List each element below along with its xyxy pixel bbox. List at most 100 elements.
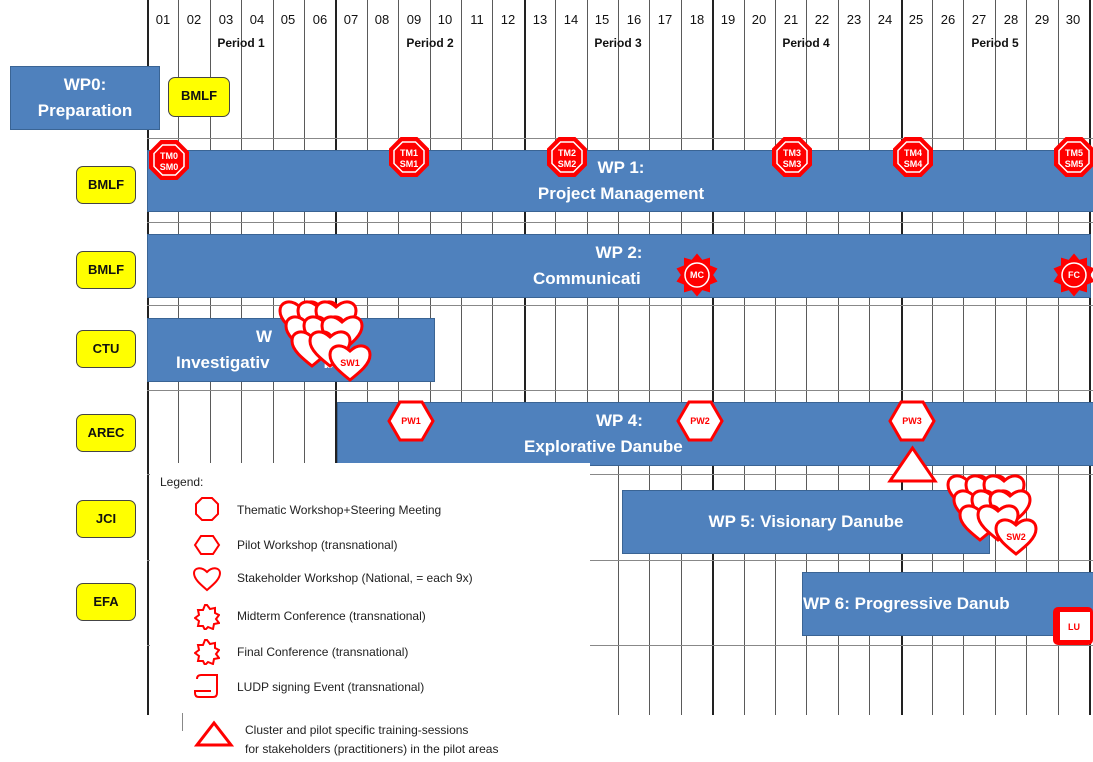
legend-item-pw: Pilot Workshop (transnational) <box>237 538 398 552</box>
legend-training-line1: Cluster and pilot specific training-sess… <box>245 723 469 737</box>
wp2-line1: WP 2: <box>595 243 643 262</box>
month-number: 08 <box>374 12 390 27</box>
sw1-label: SW1 <box>340 358 360 368</box>
training-legend-icon <box>194 720 234 747</box>
month-number: 22 <box>814 12 830 27</box>
month-number: 15 <box>594 12 610 27</box>
period-label: Period 3 <box>594 36 642 50</box>
legend-item-lu: LUDP signing Event (transnational) <box>237 680 425 694</box>
month-number: 10 <box>437 12 453 27</box>
month-number: 13 <box>532 12 548 27</box>
month-number: 11 <box>470 12 484 27</box>
month-grid-line <box>587 0 588 715</box>
month-grid-line <box>1026 0 1027 715</box>
tm-legend-icon <box>195 497 219 521</box>
month-number: 26 <box>940 12 956 27</box>
month-number: 07 <box>343 12 359 27</box>
partner-wp6: EFA <box>76 583 136 621</box>
row-separator <box>147 474 1093 475</box>
wp2-line2: Communicati <box>533 269 641 288</box>
month-grid-line <box>995 0 996 715</box>
wp0-bar: WP0: Preparation <box>10 66 160 130</box>
partner-wp2: BMLF <box>76 251 136 289</box>
legend-item-tm: Thematic Workshop+Steering Meeting <box>237 503 442 517</box>
month-number: 25 <box>908 12 924 27</box>
month-grid-line <box>963 0 964 715</box>
legend: Legend: Thematic Workshop+Steering Meeti… <box>150 463 590 762</box>
period-label: Period 2 <box>406 36 454 50</box>
month-grid-line <box>618 0 619 715</box>
month-number: 14 <box>563 12 579 27</box>
month-grid-line <box>932 0 933 715</box>
sw-legend-icon <box>192 567 222 592</box>
period-boundary-line <box>901 0 903 715</box>
fc-legend-icon <box>194 639 220 665</box>
month-grid-line <box>744 0 745 715</box>
wp3-line1: W <box>256 327 273 346</box>
lu-marker <box>1053 607 1093 645</box>
month-number: 30 <box>1065 12 1081 27</box>
month-number: 20 <box>751 12 767 27</box>
legend-item-fc: Final Conference (transnational) <box>237 645 409 659</box>
month-grid-line <box>775 0 776 715</box>
mc-legend-icon <box>194 604 220 630</box>
wp6-line1: WP 6: Progressive Danub <box>803 594 1010 613</box>
month-number: 19 <box>720 12 736 27</box>
month-number: 17 <box>657 12 673 27</box>
wp0-line2: Preparation <box>37 101 133 120</box>
wp1-line2: Project Management <box>537 184 705 203</box>
wp0-partner: BMLF <box>168 77 230 117</box>
month-grid-line <box>681 0 682 715</box>
month-number: 24 <box>877 12 893 27</box>
month-number: 27 <box>971 12 987 27</box>
row-separator <box>147 305 1093 306</box>
wp5-line1: WP 5: Visionary Danube <box>708 512 904 531</box>
month-number: 28 <box>1003 12 1019 27</box>
wp1-bar: WP 1: Project Management <box>147 150 1093 212</box>
month-number: 23 <box>846 12 862 27</box>
period-label: Period 1 <box>217 36 265 50</box>
mc-label: MC <box>690 270 704 280</box>
month-grid-line <box>869 0 870 715</box>
row-separator <box>147 560 1093 561</box>
period-boundary-line <box>712 0 714 715</box>
month-number: 06 <box>312 12 328 27</box>
month-number: 05 <box>280 12 296 27</box>
period-boundary-line <box>524 0 526 715</box>
wp5-bar: WP 5: Visionary Danube <box>622 490 990 554</box>
month-grid-line <box>492 0 493 715</box>
month-grid-line <box>838 0 839 715</box>
month-number: 18 <box>689 12 705 27</box>
wp3-line2: Investigativ <box>176 353 270 372</box>
partner-wp4: AREC <box>76 414 136 452</box>
month-grid-line <box>649 0 650 715</box>
legend-training-line2: for stakeholders (practitioners) in the … <box>245 742 499 756</box>
month-grid-line <box>806 0 807 715</box>
legend-title: Legend: <box>160 475 204 489</box>
month-grid-line <box>461 0 462 715</box>
month-number: 21 <box>783 12 799 27</box>
wp1-line1: WP 1: <box>597 158 645 177</box>
lu-label: LU <box>1068 622 1080 632</box>
sw2-cluster <box>946 474 1038 556</box>
pw2-label: PW2 <box>690 416 710 426</box>
month-number: 01 <box>155 12 171 27</box>
month-grid-line <box>1058 0 1059 715</box>
month-number: 29 <box>1034 12 1050 27</box>
partner-wp5: JCI <box>76 500 136 538</box>
legend-item-mc: Midterm Conference (transnational) <box>237 609 426 623</box>
wp4-line2: Explorative Danube <box>524 437 683 456</box>
partner-wp1: BMLF <box>76 166 136 204</box>
sw2-label: SW2 <box>1006 532 1026 542</box>
pw3-label: PW3 <box>902 416 922 426</box>
month-number: 12 <box>500 12 516 27</box>
fc-label: FC <box>1068 270 1080 280</box>
period-label: Period 5 <box>971 36 1019 50</box>
wp0-line1: WP0: <box>63 75 107 94</box>
